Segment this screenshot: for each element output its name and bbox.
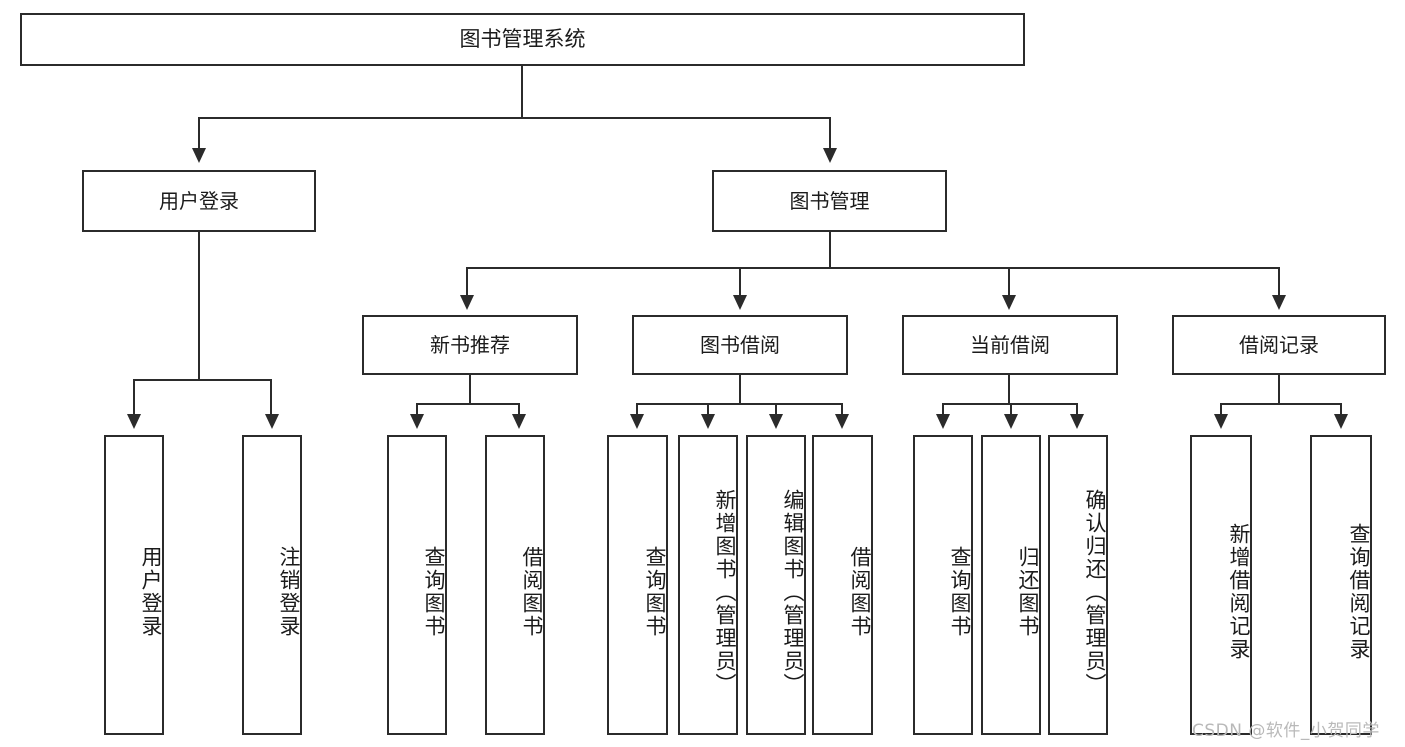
arrow-to-leaf-query-record (1334, 414, 1348, 429)
connector-root-bus (198, 117, 830, 119)
node-borrow-records[interactable]: 借阅记录 (1172, 315, 1386, 375)
leaf-borrow-books[interactable]: 借阅图书 (812, 435, 873, 735)
node-label: 查询借阅记录 (1347, 523, 1371, 661)
node-new-book-recommend[interactable]: 新书推荐 (362, 315, 578, 375)
arrow-to-leaf-user-login (127, 414, 141, 429)
connector-root-to-user-login (198, 117, 200, 150)
connector-bus-to-borrow (739, 267, 741, 296)
arrow-to-user-login (192, 148, 206, 163)
node-label: 用户登录 (139, 546, 163, 638)
connector-current-borrow-c3 (1076, 403, 1078, 415)
arrow-to-leaf-query-books-2 (630, 414, 644, 429)
connector-bus-to-borrow-records (1278, 267, 1280, 296)
node-current-borrow[interactable]: 当前借阅 (902, 315, 1118, 375)
node-user-login[interactable]: 用户登录 (82, 170, 316, 232)
leaf-query-books-new[interactable]: 查询图书 (387, 435, 447, 735)
arrow-to-leaf-logout (265, 414, 279, 429)
node-label: 图书管理 (789, 188, 870, 213)
node-label: 借阅图书 (848, 546, 872, 638)
node-label: 查询图书 (422, 546, 446, 638)
connector-user-login-stem (198, 232, 200, 380)
leaf-edit-book-admin[interactable]: 编辑图书（管理员） (746, 435, 806, 735)
leaf-return-books[interactable]: 归还图书 (981, 435, 1041, 735)
arrow-to-leaf-add-book (701, 414, 715, 429)
connector-root-stem (521, 66, 523, 118)
connector-new-books-stem (469, 375, 471, 404)
connector-new-books-left (416, 403, 418, 415)
node-label: 图书管理系统 (459, 26, 586, 51)
node-label: 图书借阅 (700, 332, 780, 357)
leaf-query-books-current[interactable]: 查询图书 (913, 435, 973, 735)
connector-bus-to-new-books (466, 267, 468, 296)
node-label: 新增图书（管理员） (713, 488, 737, 696)
node-root[interactable]: 图书管理系统 (20, 13, 1025, 66)
arrow-to-leaf-add-record (1214, 414, 1228, 429)
node-label: 确认归还（管理员） (1083, 488, 1107, 696)
arrow-to-leaf-confirm-return (1070, 414, 1084, 429)
connector-records-right (1340, 403, 1342, 415)
connector-user-login-bus (133, 379, 271, 381)
node-label: 编辑图书（管理员） (781, 488, 805, 696)
arrow-to-leaf-borrow-books-1 (512, 414, 526, 429)
connector-borrow-c3 (775, 403, 777, 415)
connector-records-bus (1220, 403, 1342, 405)
arrow-to-current-borrow (1002, 295, 1016, 310)
node-label: 归还图书 (1016, 546, 1040, 638)
node-label: 借阅记录 (1239, 332, 1319, 357)
connector-new-books-bus (416, 403, 520, 405)
arrow-to-new-books (460, 295, 474, 310)
connector-borrow-c4 (841, 403, 843, 415)
connector-borrow-bus (636, 403, 843, 405)
connector-book-mgmt-bus (466, 267, 1280, 269)
node-book-management[interactable]: 图书管理 (712, 170, 947, 232)
connector-new-books-right (518, 403, 520, 415)
leaf-add-borrow-record[interactable]: 新增借阅记录 (1190, 435, 1252, 735)
connector-borrow-c1 (636, 403, 638, 415)
connector-current-borrow-stem (1008, 375, 1010, 404)
arrow-to-leaf-borrow-books-2 (835, 414, 849, 429)
leaf-confirm-return-admin[interactable]: 确认归还（管理员） (1048, 435, 1108, 735)
arrow-to-borrow-records (1272, 295, 1286, 310)
leaf-query-books-borrow[interactable]: 查询图书 (607, 435, 668, 735)
node-label: 查询图书 (643, 546, 667, 638)
leaf-user-login[interactable]: 用户登录 (104, 435, 164, 735)
arrow-to-leaf-edit-book (769, 414, 783, 429)
connector-current-borrow-c2 (1010, 403, 1012, 415)
node-label: 新书推荐 (430, 332, 510, 357)
arrow-to-borrow (733, 295, 747, 310)
connector-records-left (1220, 403, 1222, 415)
node-label: 新增借阅记录 (1227, 523, 1251, 661)
arrow-to-book-mgmt (823, 148, 837, 163)
connector-user-login-right (270, 379, 272, 415)
node-label: 查询图书 (948, 546, 972, 638)
node-label: 注销登录 (277, 546, 301, 638)
arrow-to-leaf-return-book (1004, 414, 1018, 429)
node-label: 借阅图书 (520, 546, 544, 638)
leaf-add-book-admin[interactable]: 新增图书（管理员） (678, 435, 738, 735)
arrow-to-leaf-query-books-3 (936, 414, 950, 429)
connector-borrow-stem (739, 375, 741, 404)
connector-root-to-book-mgmt (829, 117, 831, 150)
node-label: 用户登录 (159, 188, 239, 213)
connector-user-login-left (133, 379, 135, 415)
node-book-borrow[interactable]: 图书借阅 (632, 315, 848, 375)
node-label: 当前借阅 (970, 332, 1050, 357)
connector-book-mgmt-stem (829, 232, 831, 268)
leaf-borrow-books-new[interactable]: 借阅图书 (485, 435, 545, 735)
arrow-to-leaf-query-books-1 (410, 414, 424, 429)
connector-bus-to-current-borrow (1008, 267, 1010, 296)
connector-current-borrow-c1 (942, 403, 944, 415)
connector-borrow-c2 (707, 403, 709, 415)
leaf-query-borrow-record[interactable]: 查询借阅记录 (1310, 435, 1372, 735)
connector-records-stem (1278, 375, 1280, 404)
leaf-logout[interactable]: 注销登录 (242, 435, 302, 735)
